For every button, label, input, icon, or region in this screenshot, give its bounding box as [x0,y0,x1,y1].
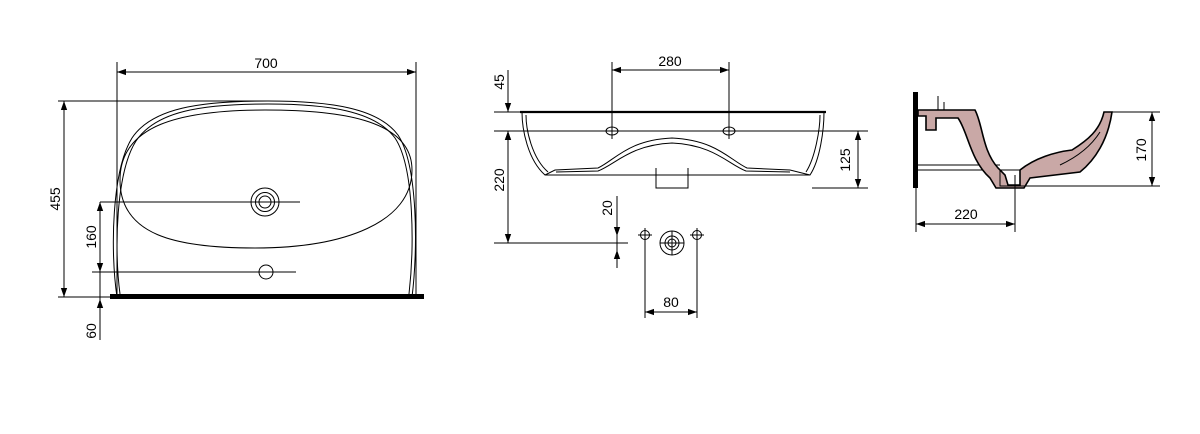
basin-outer-outline [112,100,416,298]
dim-label-170: 170 [1133,138,1149,162]
dim-label-280: 280 [658,53,682,69]
dim-label-125: 125 [837,148,853,172]
dim-label-60: 60 [83,323,99,339]
side-view: 170 220 [913,92,1160,232]
basin-bowl-outline [119,109,413,249]
side-section-body [917,109,1113,189]
dim-label-side-220: 220 [954,206,978,222]
dim-label-160: 160 [83,225,99,249]
dim-label-220: 220 [491,168,507,192]
top-view: 700 455 160 60 [47,55,424,340]
front-body-outline [521,111,825,176]
dim-label-700: 700 [254,55,278,71]
counter-base [110,294,424,299]
dim-label-20: 20 [599,200,615,216]
dim-label-455: 455 [47,187,63,211]
front-view: 280 45 220 125 20 80 [491,53,868,318]
dim-label-45: 45 [491,74,507,90]
dim-label-80: 80 [663,294,679,310]
